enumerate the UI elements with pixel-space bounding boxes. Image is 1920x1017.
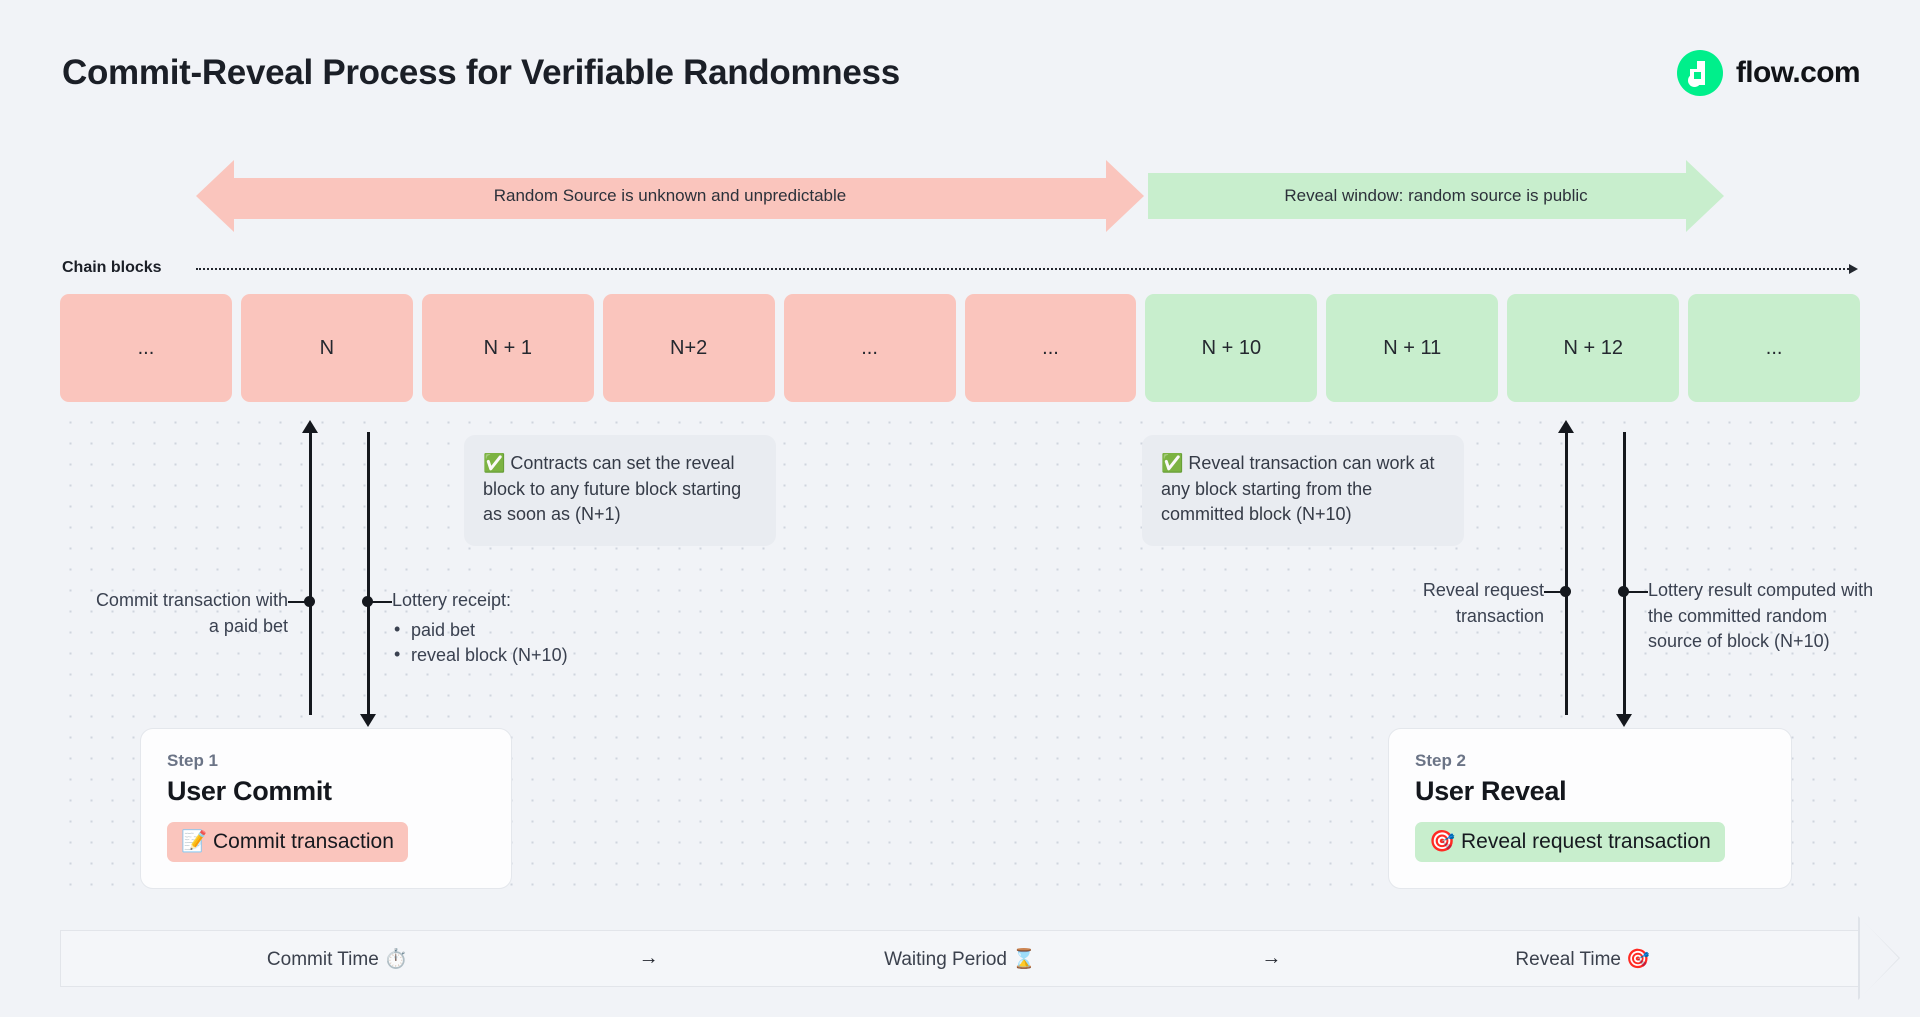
step-card-user-commit[interactable]: Step 1 User Commit 📝 Commit transaction [140,728,512,889]
callout-reveal-transaction-window: ✅ Reveal transaction can work at any blo… [1142,435,1464,547]
chain-block[interactable]: N + 12 [1507,294,1680,402]
step-1-kicker: Step 1 [167,751,219,770]
phase-banner-row: Random Source is unknown and unpredictab… [196,160,1724,232]
chain-blocks-row: ... N N + 1 N+2 ... ... N + 10 N + 11 N … [60,294,1861,402]
step-2-kicker: Step 2 [1415,751,1467,770]
callout-contracts-reveal-block: ✅ Contracts can set the reveal block to … [464,435,776,547]
chain-blocks-label: Chain blocks [62,259,162,276]
chain-axis-arrow-icon [196,264,1858,274]
chain-block[interactable]: N [240,294,413,402]
chain-block[interactable]: ... [60,294,232,402]
timeline-arrow-icon: → [1261,947,1282,969]
step-1-title: User Commit [167,776,332,806]
step-2-badge[interactable]: 🎯 Reveal request transaction [1415,822,1725,862]
receipt-title: Lottery receipt: [392,590,512,610]
timeline-segment-commit: Commit Time ⏱️ [266,948,408,970]
chain-block[interactable]: N+2 [602,294,775,402]
chain-block[interactable]: ... [1688,294,1861,402]
step-2-title: User Reveal [1415,776,1567,806]
chain-block[interactable]: N + 11 [1326,294,1499,402]
receipt-annotation: Lottery receipt: paid bet reveal block (… [392,588,672,669]
receipt-list: paid bet reveal block (N+10) [392,617,672,669]
flow-logo-icon [1676,50,1723,96]
receipt-item: paid bet [392,617,672,644]
phase-reveal-arrow: Reveal window: random source is public [1148,160,1724,232]
chain-block[interactable]: N + 1 [421,294,594,402]
timeline-arrow-icon: → [638,947,659,969]
brand-logo: flow.com [1676,50,1861,96]
timeline-tip-icon [1858,916,1900,1000]
bottom-timeline-bar: Commit Time ⏱️ → Waiting Period ⌛ → Reve… [60,930,1860,987]
chain-block[interactable]: N + 10 [1145,294,1318,402]
phase-unknown-arrow: Random Source is unknown and unpredictab… [196,160,1144,232]
step-1-badge[interactable]: 📝 Commit transaction [167,822,408,862]
page-title: Commit-Reveal Process for Verifiable Ran… [62,53,900,92]
lottery-result-annotation: Lottery result computed with the committ… [1648,580,1874,652]
commit-annotation: Commit transaction with a paid bet [95,590,288,636]
phase-unknown-label: Random Source is unknown and unpredictab… [493,186,847,205]
chain-block[interactable]: ... [964,294,1137,402]
reveal-request-annotation: Reveal request transaction [1422,580,1544,626]
step-card-user-reveal[interactable]: Step 2 User Reveal 🎯 Reveal request tran… [1388,728,1792,889]
brand-name: flow.com [1735,56,1861,89]
timeline-segment-waiting: Waiting Period ⌛ [884,948,1036,970]
phase-reveal-label: Reveal window: random source is public [1284,186,1588,205]
timeline-segment-reveal: Reveal Time 🎯 [1515,948,1650,970]
receipt-item: reveal block (N+10) [392,642,672,669]
chain-block[interactable]: ... [783,294,956,402]
